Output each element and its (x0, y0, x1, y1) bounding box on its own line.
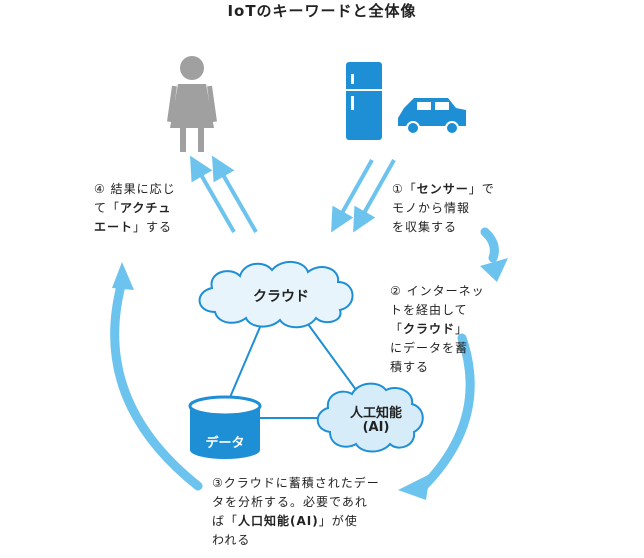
step3-line3-post: 」が使 (318, 514, 358, 528)
step3-line2: タを分析する。必要であれ (212, 495, 368, 509)
step1-line1: ①「センサー」で (392, 180, 495, 199)
step4-line1: ④ 結果に応じ (94, 182, 176, 196)
step1-line2: モノから情報 (392, 201, 471, 215)
step2-line5: 積する (390, 360, 430, 374)
step3-line4: われる (212, 533, 251, 547)
cloud-label: クラウド (253, 289, 309, 305)
step2-line3-post: 」 (455, 322, 469, 336)
refrigerator-icon (346, 62, 382, 140)
database-icon (188, 395, 262, 459)
step1-keyword: センサー (416, 182, 469, 196)
step4-keyword-part1: アクチュ (120, 201, 172, 215)
ai-label-line1: 人工知能 (349, 406, 402, 421)
step2-keyword: クラウド (403, 322, 456, 336)
cycle-arrows (110, 227, 499, 493)
actuate-arrows (190, 155, 258, 233)
step4-line3: エート」する (94, 218, 176, 237)
sensor-arrows (331, 159, 396, 233)
step1-line1-post: 」で (468, 182, 495, 196)
diagram-title: IoTのキーワードと全体像 (227, 2, 417, 20)
person-icon (167, 56, 217, 152)
step2-line4: にデータを蓄 (390, 341, 469, 355)
step1-line1-pre: ①「 (392, 182, 417, 196)
step2-line2: トを経由して (390, 303, 468, 317)
step3-line3: ば「人口知能(AI)」が使 (212, 512, 380, 531)
ai-cloud-icon (316, 382, 424, 453)
step1-text: ①「センサー」で モノから情報 を収集する (392, 180, 495, 237)
cycle-arrowheads (112, 258, 508, 500)
step4-text: ④ 結果に応じ て「アクチュ エート」する (94, 180, 176, 237)
step2-line3: 「クラウド」 (390, 320, 485, 339)
step3-line1: ③クラウドに蓄積されたデー (212, 476, 380, 490)
step4-keyword-part2: エート (94, 220, 134, 234)
step2-text: ② インターネッ トを経由して 「クラウド」 にデータを蓄 積する (390, 282, 485, 377)
step1-line3: を収集する (392, 220, 458, 234)
step3-text: ③クラウドに蓄積されたデー タを分析する。必要であれ ば「人口知能(AI)」が使… (212, 474, 380, 550)
car-icon (398, 98, 466, 135)
step4-line2-pre: て「 (94, 201, 121, 215)
step2-line1: ② インターネッ (390, 284, 485, 298)
step3-line3-pre: ば「 (212, 514, 239, 528)
cloud-icon (198, 261, 354, 329)
step4-line2: て「アクチュ (94, 199, 176, 218)
ai-label-line2: (AI) (362, 420, 390, 435)
step4-line3-post: 」する (133, 220, 173, 234)
step3-keyword: 人口知能(AI) (238, 514, 319, 528)
data-label: データ (205, 436, 245, 451)
step2-line3-pre: 「 (390, 322, 404, 336)
